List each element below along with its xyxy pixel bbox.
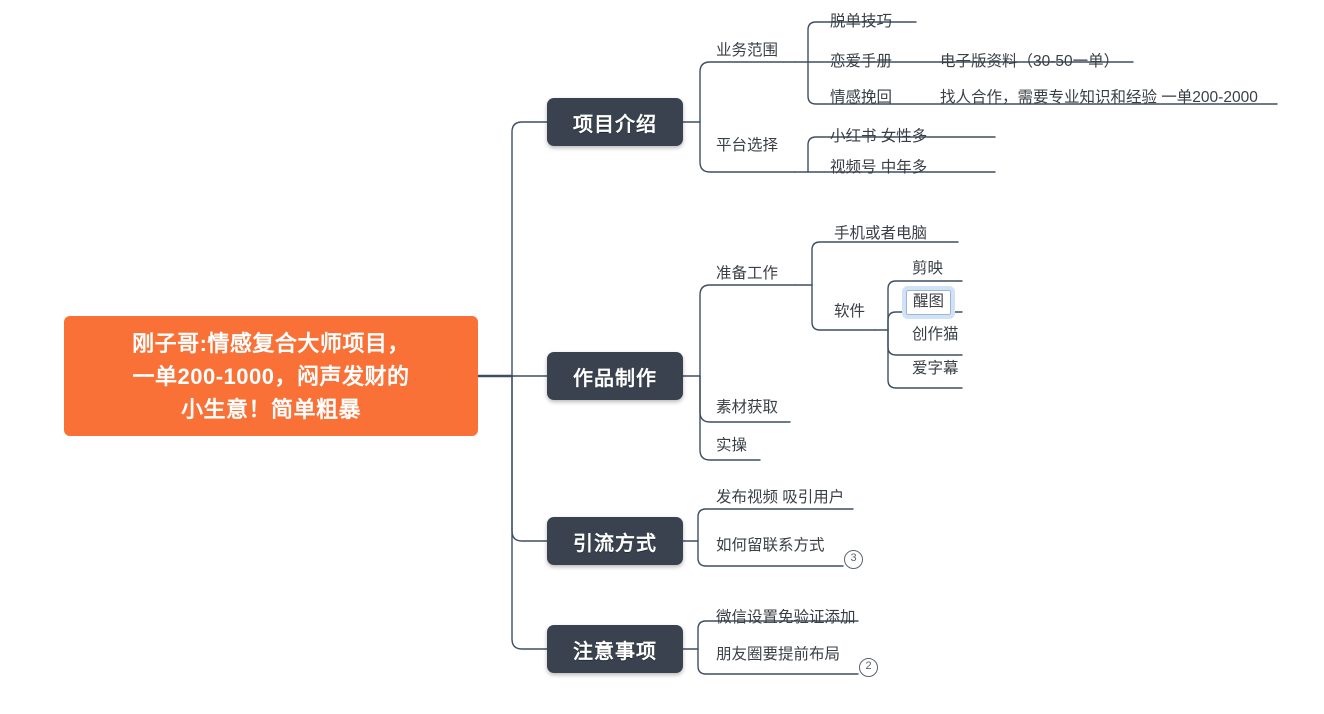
badge-count-2: 2 [859,658,878,677]
node-love-manual-detail[interactable]: 电子版资料（30-50一单） [940,53,1120,70]
node-xiaohongshu[interactable]: 小红书 女性多 [830,128,928,145]
node-software[interactable]: 软件 [834,303,866,320]
node-wechat-no-verify[interactable]: 微信设置免验证添加 [716,609,856,626]
node-business-scope[interactable]: 业务范围 [716,42,779,59]
root-line-1: 刚子哥:情感复合大师项目， [132,330,410,356]
node-practice[interactable]: 实操 [716,437,748,454]
branch-node-notes[interactable]: 注意事项 [547,625,683,673]
branch-node-traffic-method[interactable]: 引流方式 [547,517,683,565]
node-publish-video-attract-users[interactable]: 发布视频 吸引用户 [716,489,845,506]
node-how-to-leave-contact[interactable]: 如何留联系方式 [716,537,825,554]
node-love-manual[interactable]: 恋爱手册 [830,53,893,70]
node-software-aizimu[interactable]: 爱字幕 [912,360,959,377]
root-node[interactable]: 刚子哥:情感复合大师项目， 一单200-1000，闷声发财的 小生意！简单粗暴 [64,316,478,436]
node-software-chuangzuomao[interactable]: 创作猫 [912,326,959,343]
node-single-tips[interactable]: 脱单技巧 [830,13,893,30]
node-moments-layout[interactable]: 朋友圈要提前布局 [716,646,841,663]
node-emotion-recovery-detail[interactable]: 找人合作，需要专业知识和经验 一单200-2000 [940,89,1258,106]
node-phone-or-computer[interactable]: 手机或者电脑 [834,225,928,242]
node-emotion-recovery[interactable]: 情感挽回 [830,89,893,106]
node-software-xingtu[interactable]: 醒图 [901,286,956,319]
root-line-2: 一单200-1000，闷声发财的 [132,363,410,389]
root-line-3: 小生意！简单粗暴 [180,396,361,422]
node-material-acquisition[interactable]: 素材获取 [716,399,779,416]
branch-node-content-production[interactable]: 作品制作 [547,352,683,400]
node-video-account[interactable]: 视频号 中年多 [830,159,928,176]
branch-node-project-intro[interactable]: 项目介绍 [547,98,683,146]
node-software-jianying[interactable]: 剪映 [912,260,944,277]
node-platform-choice[interactable]: 平台选择 [716,137,779,154]
badge-count-3: 3 [844,550,863,569]
node-preparation[interactable]: 准备工作 [716,265,779,282]
